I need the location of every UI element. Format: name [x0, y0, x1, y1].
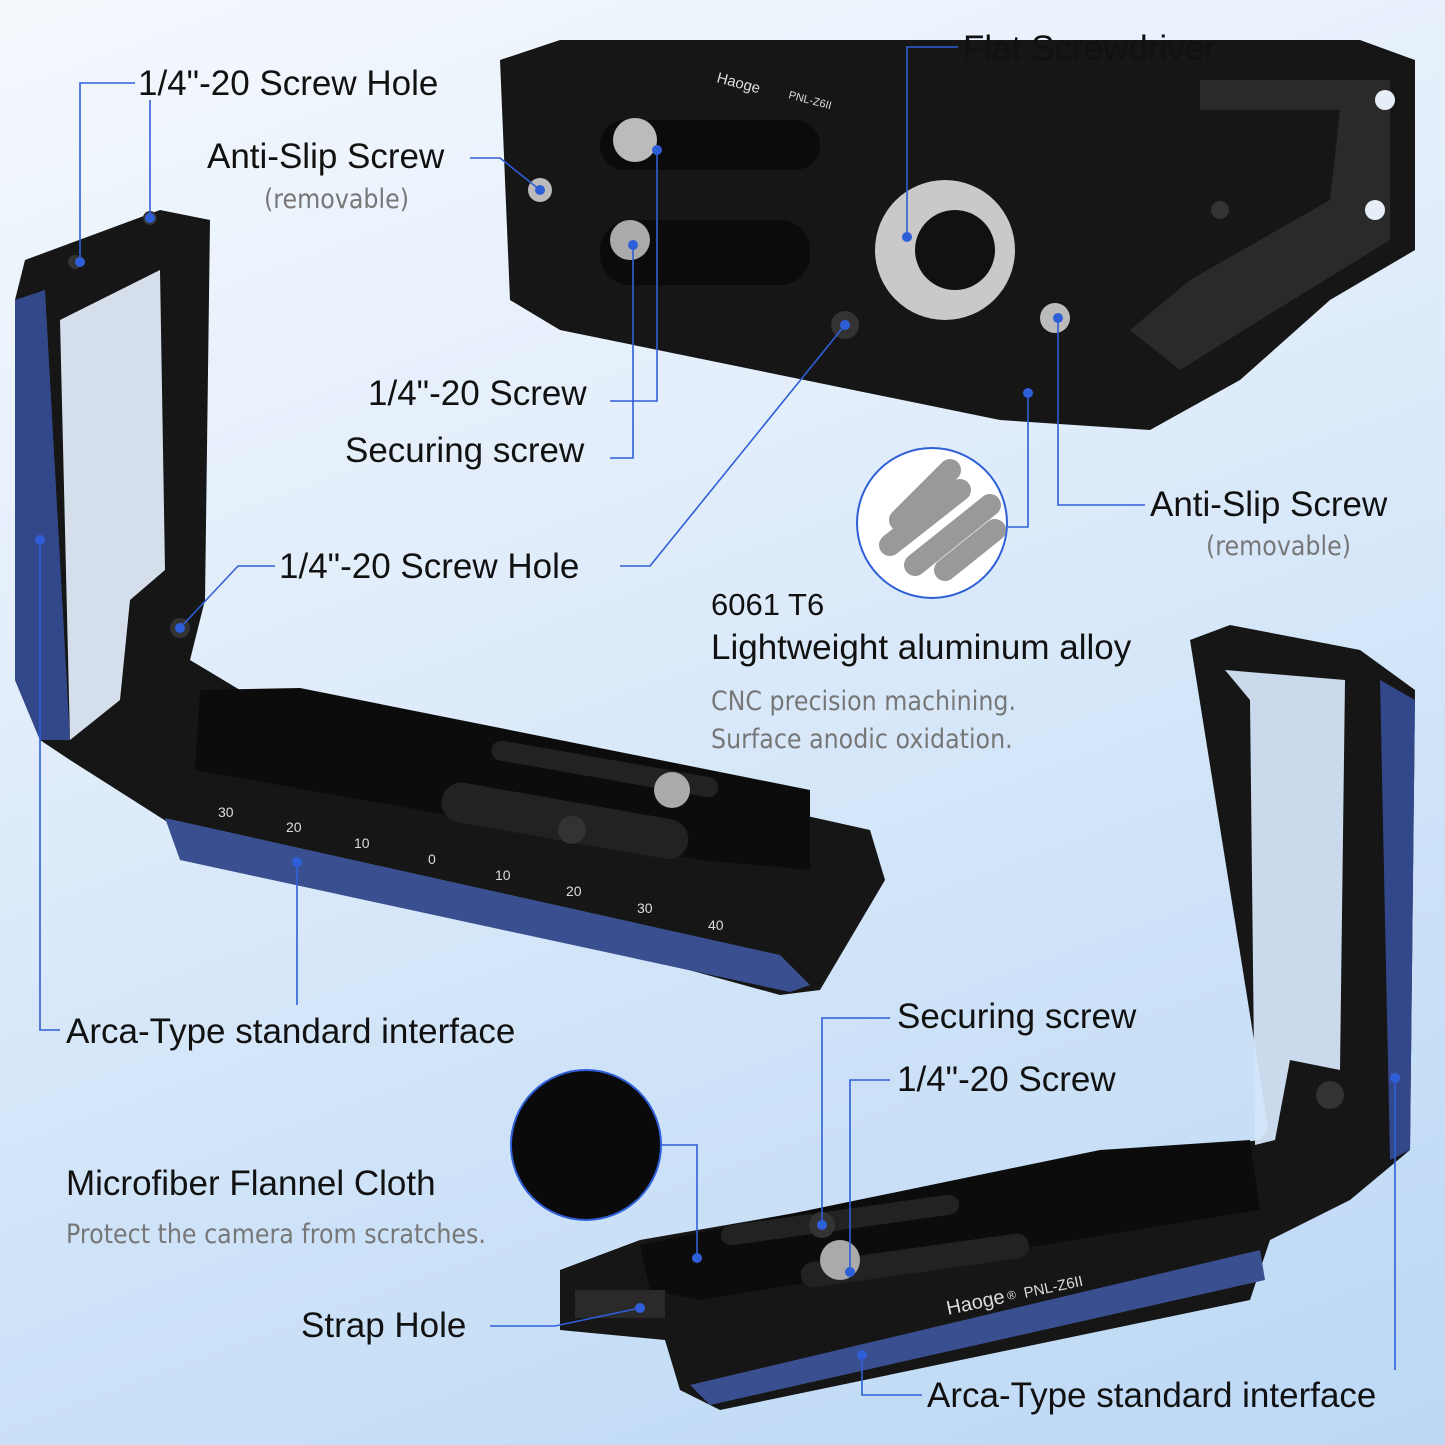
- label-arca-left: Arca-Type standard interface: [66, 1012, 516, 1051]
- top-bracket: [500, 40, 1415, 430]
- scale-tick-label: 10: [354, 835, 370, 851]
- label-arca-right: Arca-Type standard interface: [927, 1376, 1377, 1415]
- label-material-note-1: CNC precision machining.: [711, 686, 1017, 717]
- brand-mark: ®: [1006, 1287, 1018, 1303]
- scale-tick-label: 10: [495, 867, 511, 883]
- label-anti-slip-left-note: (removable): [264, 184, 410, 215]
- scale-tick-label: 20: [286, 819, 302, 835]
- scale-tick-label: 30: [218, 804, 234, 820]
- label-material-note-2: Surface anodic oxidation.: [711, 724, 1013, 755]
- scale-tick-label: 0: [428, 851, 436, 867]
- label-material: Lightweight aluminum alloy: [711, 628, 1132, 667]
- measurement-scale: 30 20 10 0 10 20 30 40: [218, 804, 724, 933]
- scale-tick-label: 20: [566, 883, 582, 899]
- flannel-cloth-inset: [510, 1069, 662, 1221]
- leader-lines: [39, 46, 1396, 1396]
- marker-dots: [35, 145, 1400, 1360]
- left-bracket: 30 20 10 0 10 20 30 40: [15, 210, 885, 995]
- aluminum-rods-inset: [856, 447, 1008, 599]
- label-securing-bottom: Securing screw: [897, 997, 1137, 1036]
- label-screw-hole-top: 1/4"-20 Screw Hole: [138, 64, 439, 103]
- label-anti-slip-left: Anti-Slip Screw: [207, 137, 445, 176]
- label-material-grade: 6061 T6: [711, 587, 825, 622]
- label-flannel-note: Protect the camera from scratches.: [66, 1219, 486, 1250]
- label-flannel: Microfiber Flannel Cloth: [66, 1164, 436, 1203]
- label-anti-slip-right: Anti-Slip Screw: [1150, 485, 1388, 524]
- scale-tick-label: 40: [708, 917, 724, 933]
- label-securing-top: Securing screw: [345, 431, 585, 470]
- scale-tick-label: 30: [637, 900, 653, 916]
- label-screw-hole-mid: 1/4"-20 Screw Hole: [279, 547, 580, 586]
- label-flat-screwdriver: Flat Screwdriver: [963, 29, 1216, 68]
- label-screw-bottom: 1/4"-20 Screw: [897, 1060, 1116, 1099]
- label-strap-hole: Strap Hole: [301, 1306, 467, 1345]
- right-bracket: Haoge ® PNL-Z6II Haoge PNL-Z6II: [560, 69, 1415, 1410]
- label-anti-slip-right-note: (removable): [1206, 531, 1352, 562]
- label-screw-top: 1/4"-20 Screw: [368, 374, 587, 413]
